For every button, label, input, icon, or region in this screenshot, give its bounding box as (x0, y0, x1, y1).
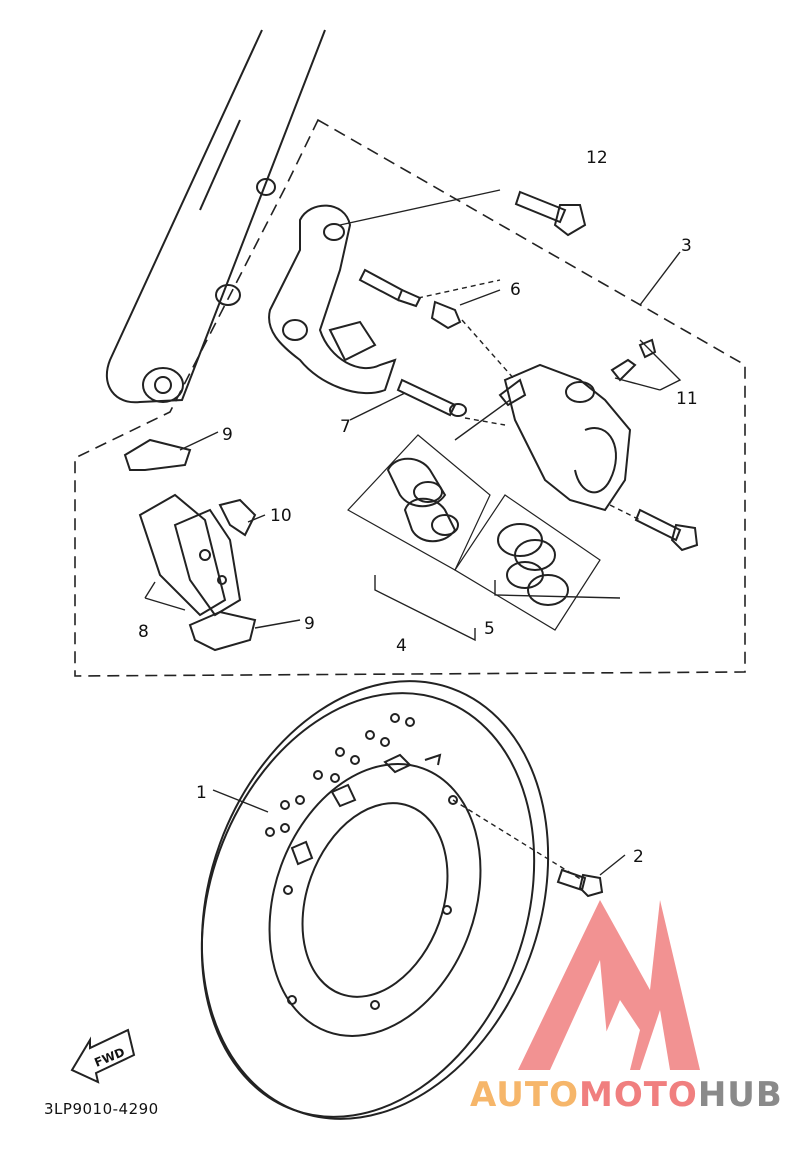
watermark-logo-icon (518, 900, 700, 1070)
fork-leg (105, 29, 326, 404)
label-7: 7 (340, 417, 351, 437)
caliper-body (498, 363, 632, 512)
label-3: 3 (681, 236, 692, 256)
watermark-part2: MOTO (579, 1075, 698, 1115)
label-11: 11 (676, 389, 698, 409)
watermark-text: AUTOMOTOHUB (470, 1075, 783, 1115)
watermark-part3: HUB (698, 1075, 783, 1115)
brake-disc (200, 680, 550, 1120)
label-6: 6 (510, 280, 521, 300)
label-9a: 9 (222, 425, 233, 445)
watermark-part1: AUTO (470, 1075, 579, 1115)
leader-lines (144, 189, 682, 881)
label-2: 2 (633, 847, 644, 867)
label-4: 4 (396, 636, 407, 656)
assembly-boundary (74, 118, 746, 677)
label-12: 12 (586, 148, 608, 168)
bolts (358, 190, 699, 552)
diagram-code: 3LP9010-4290 (44, 1100, 159, 1118)
label-10: 10 (270, 506, 292, 526)
disc-bolt (556, 868, 604, 898)
pistons (347, 434, 491, 571)
label-1: 1 (196, 783, 207, 803)
brake-pads (123, 438, 257, 652)
label-8: 8 (138, 622, 149, 642)
label-9b: 9 (304, 614, 315, 634)
label-5: 5 (484, 619, 495, 639)
fwd-arrow-icon (70, 1028, 136, 1084)
seal-kit (454, 494, 601, 631)
caliper-bracket (268, 204, 397, 395)
